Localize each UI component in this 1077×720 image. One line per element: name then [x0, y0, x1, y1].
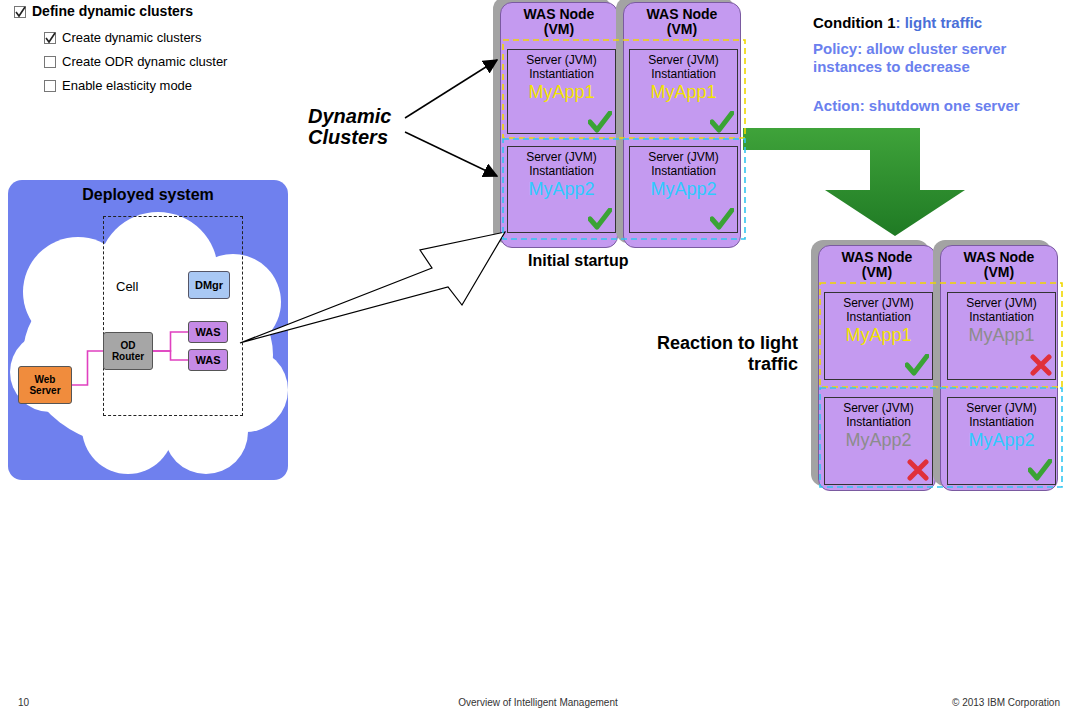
server-label: Server (JVM) Instantiation — [948, 402, 1055, 430]
condition-value: : light traffic — [896, 14, 1056, 31]
server-label: Server (JVM) Instantiation — [630, 54, 737, 82]
node-label: Cell — [116, 279, 138, 294]
policy-note: Policy: allow cluster server instances t… — [813, 40, 1053, 76]
app-name: MyApp1 — [845, 325, 911, 347]
footer-title: Overview of Intelligent Management — [388, 697, 688, 708]
was-box: WAS — [188, 321, 228, 343]
dmgr-box: DMgr — [188, 271, 230, 299]
was-node: WAS Node (VM)Server (JVM) InstantiationM… — [940, 245, 1058, 491]
stage-label: Reaction to light traffic — [648, 333, 798, 374]
checkbox-label: Enable elasticity mode — [62, 78, 302, 93]
checkbox-label: Create dynamic clusters — [62, 30, 302, 45]
server-label: Server (JVM) Instantiation — [825, 402, 932, 430]
server-box: Server (JVM) InstantiationMyApp1 — [947, 292, 1056, 380]
node-label: WAS — [195, 326, 220, 338]
deployed-system: Deployed systemCellDMgrOD RouterWASWASWe… — [8, 180, 288, 480]
node-label: Deployed system — [82, 186, 214, 204]
was-node: WAS Node (VM)Server (JVM) InstantiationM… — [623, 2, 741, 248]
app-name: MyApp1 — [650, 82, 716, 104]
server-label: Server (JVM) Instantiation — [630, 151, 737, 179]
was-box: WAS — [188, 349, 228, 371]
stage-label: Initial startup — [528, 252, 678, 270]
server-box: Server (JVM) InstantiationMyApp2 — [824, 397, 933, 485]
server-label: Server (JVM) Instantiation — [508, 54, 615, 82]
cloud — [8, 180, 288, 480]
app-name: MyApp2 — [528, 179, 594, 201]
condition-label: Condition 1 — [813, 14, 896, 31]
was-node: WAS Node (VM)Server (JVM) InstantiationM… — [818, 245, 936, 491]
node-label: DMgr — [195, 279, 223, 291]
was-node: WAS Node (VM)Server (JVM) InstantiationM… — [500, 2, 618, 248]
copyright: © 2013 IBM Corporation — [880, 697, 1060, 708]
pointer-arrow — [405, 60, 497, 176]
router-box: OD Router — [103, 332, 153, 370]
app-name: MyApp1 — [968, 325, 1034, 347]
node-label: WAS Node (VM) — [949, 250, 1049, 281]
node-label: WAS Node (VM) — [509, 7, 609, 38]
app-name: MyApp2 — [650, 179, 716, 201]
checkbox — [15, 7, 56, 92]
server-label: Server (JVM) Instantiation — [508, 151, 615, 179]
app-name: MyApp1 — [528, 82, 594, 104]
app-name: MyApp2 — [968, 430, 1034, 452]
server-box: Server (JVM) InstantiationMyApp1 — [629, 49, 738, 134]
node-label: WAS — [195, 354, 220, 366]
checkbox-label: Define dynamic clusters — [32, 3, 292, 19]
server-box: Server (JVM) InstantiationMyApp2 — [507, 146, 616, 233]
server-box: Server (JVM) InstantiationMyApp2 — [629, 146, 738, 233]
group-label: Dynamic Clusters — [308, 106, 403, 148]
server-box: Server (JVM) InstantiationMyApp1 — [824, 292, 933, 380]
action-note: Action: shutdown one server — [813, 97, 1063, 114]
server-box: Server (JVM) InstantiationMyApp1 — [507, 49, 616, 134]
server-label: Server (JVM) Instantiation — [825, 297, 932, 325]
node-label: WAS Node (VM) — [827, 250, 927, 281]
node-label: WAS Node (VM) — [632, 7, 732, 38]
server-box: Server (JVM) InstantiationMyApp2 — [947, 397, 1056, 485]
web-server-box: Web Server — [18, 366, 72, 404]
node-label: Web Server — [19, 374, 71, 396]
cell-boundary: CellDMgrOD RouterWASWAS — [103, 216, 243, 416]
server-label: Server (JVM) Instantiation — [948, 297, 1055, 325]
app-name: MyApp2 — [845, 430, 911, 452]
page-number: 10 — [18, 697, 78, 708]
checkbox-label: Create ODR dynamic cluster — [62, 54, 302, 69]
node-label: OD Router — [104, 340, 152, 362]
transition-arrow — [743, 128, 965, 236]
